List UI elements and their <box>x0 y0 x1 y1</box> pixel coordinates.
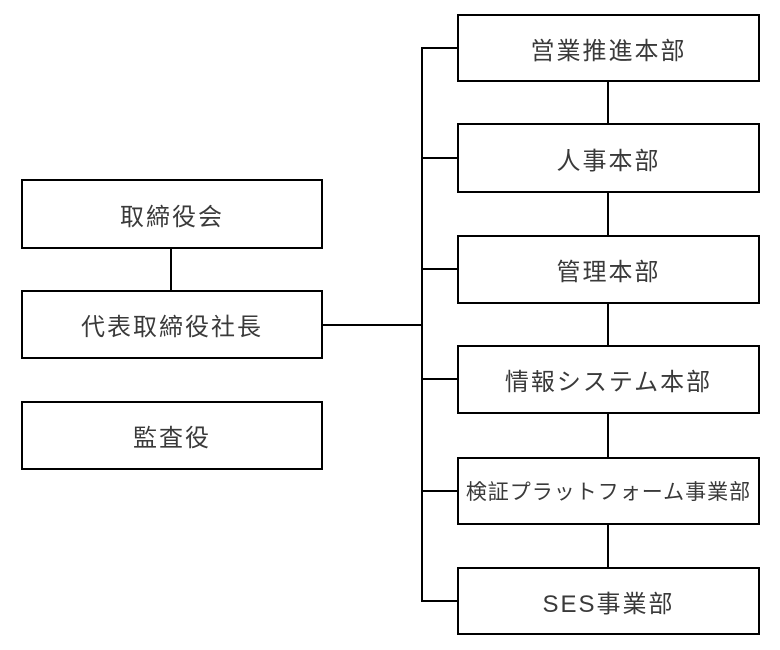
node-administration-division: 管理本部 <box>457 235 760 304</box>
connector-board-to-president <box>170 249 172 290</box>
node-verification-platform-business-division: 検証プラットフォーム事業部 <box>457 457 760 525</box>
connector-stub-hr <box>421 157 458 159</box>
connector-administration-to-information-systems <box>607 304 609 345</box>
connector-stub-verification-platform <box>421 490 458 492</box>
connector-stub-ses <box>421 600 458 602</box>
node-hr-division: 人事本部 <box>457 123 760 193</box>
node-board-of-directors: 取締役会 <box>21 179 323 249</box>
node-information-systems-division: 情報システム本部 <box>457 345 760 414</box>
node-auditor: 監査役 <box>21 401 323 470</box>
node-representative-director-president: 代表取締役社長 <box>21 290 323 359</box>
connector-stub-information-systems <box>421 378 458 380</box>
connector-stub-sales-promotion <box>421 47 458 49</box>
node-sales-promotion-division: 営業推進本部 <box>457 14 760 82</box>
connector-trunk-vertical <box>421 47 423 602</box>
connector-hr-to-administration <box>607 193 609 235</box>
connector-verification-platform-to-ses <box>607 525 609 567</box>
connector-stub-administration <box>421 268 458 270</box>
node-ses-business-division: SES事業部 <box>457 567 760 635</box>
connector-sales-to-hr <box>607 82 609 123</box>
connector-president-to-trunk <box>323 324 423 326</box>
connector-information-systems-to-verification-platform <box>607 414 609 457</box>
